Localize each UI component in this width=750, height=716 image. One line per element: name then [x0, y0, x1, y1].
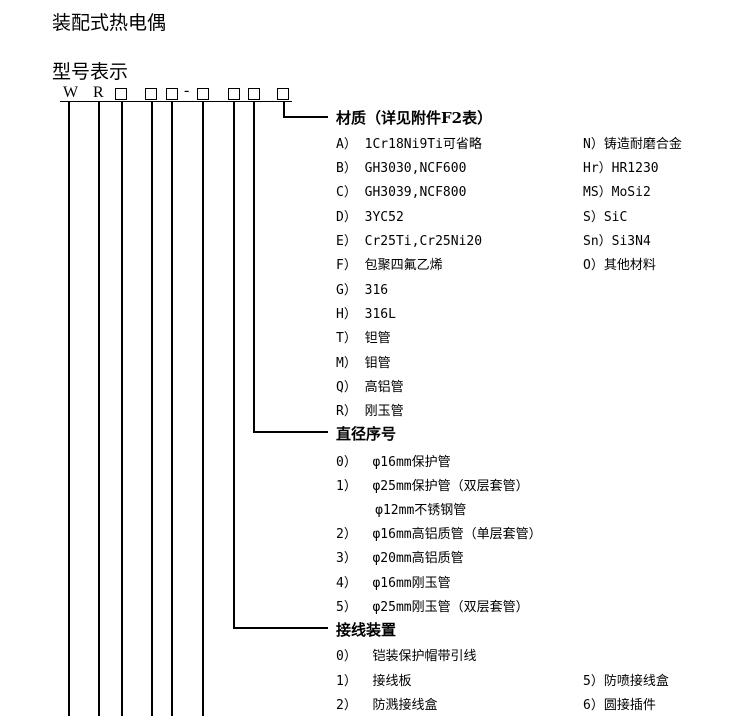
material-item-hr: Hr）HR1230: [583, 161, 659, 176]
code-line-r: [98, 102, 100, 716]
code-letter-r: R: [93, 84, 104, 101]
junction-item-6: 6）圆接插件: [583, 698, 656, 713]
code-line-1: [121, 102, 123, 716]
code-line-3: [171, 102, 173, 716]
material-item-t: T） 钽管: [336, 331, 391, 346]
code-box-6: [248, 88, 260, 100]
page-title: 装配式热电偶: [52, 12, 167, 34]
material-item-c: C） GH3039,NCF800: [336, 185, 467, 200]
code-line-2: [151, 102, 153, 716]
junction-item-1: 1） 接线板: [336, 674, 412, 689]
material-item-s: S）SiC: [583, 210, 628, 225]
material-item-sn: Sn）Si3N4: [583, 234, 651, 249]
connector-material: [283, 116, 328, 118]
model-heading: 型号表示: [52, 61, 129, 83]
material-item-q: Q） 高铝管: [336, 380, 404, 395]
diameter-heading: 直径序号: [336, 425, 397, 443]
material-item-f: F） 包聚四氟乙烯: [336, 258, 443, 273]
material-item-o: O）其他材料: [583, 258, 656, 273]
material-item-n: N）铸造耐磨合金: [583, 137, 682, 152]
code-box-5: [228, 88, 240, 100]
junction-item-0: 0） 铠装保护帽带引线: [336, 649, 477, 664]
diameter-item-1: 1） φ25mm保护管（双层套管）: [336, 479, 529, 494]
code-line-7: [283, 102, 285, 117]
diameter-item-0: 0） φ16mm保护管: [336, 455, 451, 470]
material-item-r: R） 刚玉管: [336, 404, 404, 419]
code-line-6: [253, 102, 255, 432]
material-item-a: A） 1Cr18Ni9Ti可省略: [336, 137, 482, 152]
material-item-g: G） 316: [336, 283, 389, 298]
material-heading: 材质（详见附件F2表）: [336, 109, 493, 127]
code-dash: -: [184, 82, 190, 99]
code-box-2: [145, 88, 157, 100]
material-item-ms: MS）MoSi2: [583, 185, 651, 200]
junction-item-2: 2） 防溅接线盒: [336, 698, 438, 713]
material-item-e: E） Cr25Ti,Cr25Ni20: [336, 234, 483, 249]
code-box-1: [115, 88, 127, 100]
material-item-d: D） 3YC52: [336, 210, 404, 225]
code-line-4: [202, 102, 204, 716]
diameter-item-3: 3） φ20mm高铝质管: [336, 551, 464, 566]
connector-junction: [233, 627, 328, 629]
material-item-h: H） 316L: [336, 307, 396, 322]
code-line-w: [68, 102, 70, 716]
connector-diameter: [253, 431, 328, 433]
code-underline: [60, 101, 292, 102]
code-box-3: [166, 88, 178, 100]
material-item-m: M） 钼管: [336, 356, 391, 371]
material-item-b: B） GH3030,NCF600: [336, 161, 467, 176]
code-box-4: [197, 88, 209, 100]
junction-heading: 接线装置: [336, 621, 397, 639]
code-box-7: [277, 88, 289, 100]
diameter-item-1b: φ12mm不锈钢管: [336, 503, 467, 518]
diameter-item-2: 2） φ16mm高铝质管（单层套管）: [336, 527, 542, 542]
diameter-item-5: 5） φ25mm刚玉管（双层套管）: [336, 600, 529, 615]
junction-item-5: 5）防喷接线盒: [583, 674, 669, 689]
diameter-item-4: 4） φ16mm刚玉管: [336, 576, 451, 591]
code-line-5: [233, 102, 235, 628]
code-letter-w: W: [63, 84, 79, 101]
